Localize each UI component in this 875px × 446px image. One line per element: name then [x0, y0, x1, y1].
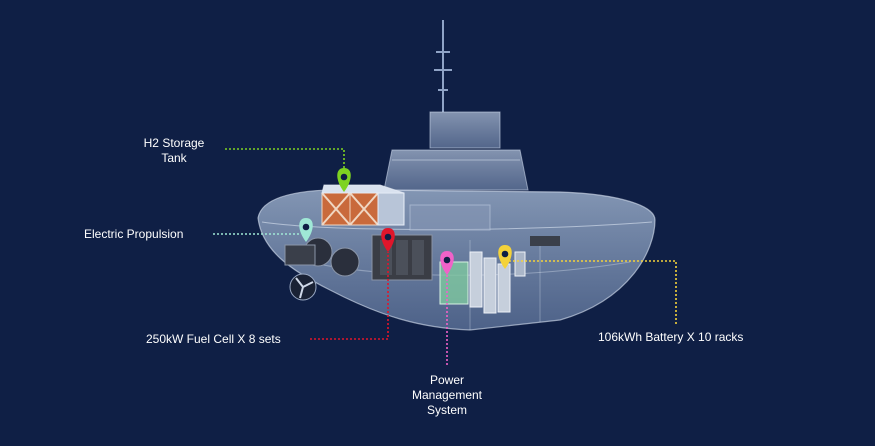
leader-lines — [213, 148, 677, 365]
h2-storage-label: H2 Storage Tank — [143, 136, 205, 165]
battery-leader — [505, 260, 677, 326]
h2-storage-leader — [225, 148, 345, 175]
battery-racks — [469, 251, 526, 314]
power-management-label: Power Management System — [411, 373, 483, 417]
power-management-pin-icon — [440, 251, 454, 275]
fuel-cell-units — [371, 234, 433, 281]
superstructure — [383, 111, 529, 191]
battery-pin-icon — [498, 245, 512, 269]
map-pins — [299, 168, 512, 275]
fuel-cell-pin-icon — [381, 228, 395, 252]
electric-propulsion-label: Electric Propulsion — [84, 227, 184, 241]
h2-storage-crates — [321, 184, 405, 226]
propeller — [289, 273, 317, 301]
propulsion-machinery — [284, 237, 360, 277]
fuel-cell-leader — [310, 252, 389, 340]
electric-propulsion-pin-icon — [299, 218, 313, 242]
mast — [434, 20, 452, 112]
fuel-cell-label: 250kW Fuel Cell X 8 sets — [146, 332, 281, 346]
battery-label: 106kWh Battery X 10 racks — [598, 330, 744, 344]
deck-equipment — [409, 204, 560, 246]
h2-storage-pin-icon — [337, 168, 351, 192]
